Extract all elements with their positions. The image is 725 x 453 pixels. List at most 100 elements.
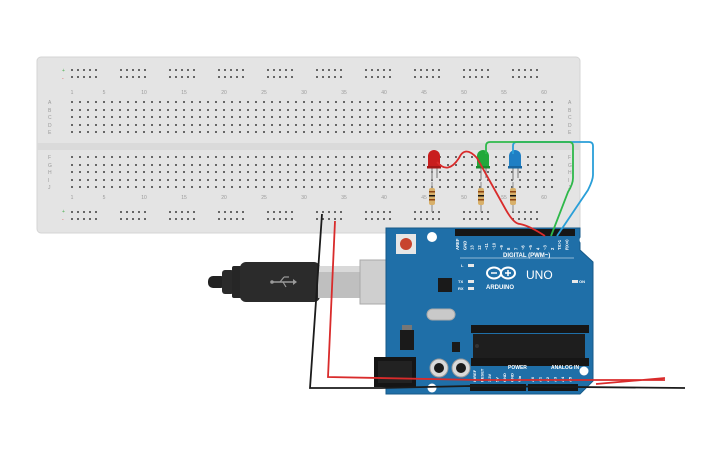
row-letter: F <box>568 155 571 161</box>
rail-minus-label-bottom: - <box>62 217 64 223</box>
rail-plus-label-bottom: + <box>62 209 65 215</box>
digital-header <box>455 229 575 236</box>
resistor[interactable] <box>429 182 435 212</box>
microcontroller-chip <box>471 325 589 366</box>
digital-pin-label: TX>1 <box>557 239 562 250</box>
row-letter: B <box>48 108 52 114</box>
power-jack[interactable] <box>374 357 416 387</box>
on-label: ON <box>579 279 585 284</box>
digital-pin-label: ~11 <box>484 242 489 250</box>
row-letter: J <box>48 185 51 191</box>
power-label: POWER <box>508 365 527 371</box>
column-number: 10 <box>141 195 147 201</box>
column-number: 30 <box>301 195 307 201</box>
power-analog-pin-label: RESET <box>480 368 485 382</box>
digital-pin-label: ~9 <box>499 245 504 250</box>
column-number: 20 <box>221 90 227 96</box>
row-letter: G <box>48 163 52 169</box>
model-label: UNO <box>526 268 553 282</box>
column-number: 1 <box>71 90 74 96</box>
column-number: 45 <box>421 195 427 201</box>
wire-blue[interactable] <box>512 141 594 237</box>
row-letter: F <box>48 155 51 161</box>
column-number: 35 <box>341 195 347 201</box>
row-letter: G <box>568 163 572 169</box>
led-label-tx: TX <box>458 279 463 284</box>
arduino-logo-icon <box>486 266 516 280</box>
column-number: 10 <box>141 90 147 96</box>
column-number: 25 <box>261 195 267 201</box>
power-analog-pin-label: GND <box>510 373 515 382</box>
digital-pin-label: ~3 <box>543 245 548 250</box>
wire-red-led[interactable] <box>436 150 546 237</box>
power-analog-pin-label: A3 <box>553 376 558 382</box>
power-analog-pin-label: A1 <box>538 376 543 382</box>
column-number: 35 <box>341 90 347 96</box>
column-number: 50 <box>461 195 467 201</box>
rail-plus-label-top: + <box>62 68 65 74</box>
digital-label: DIGITAL (PWM~) <box>503 253 550 259</box>
led-blue[interactable] <box>508 150 522 180</box>
resistor[interactable] <box>510 182 516 212</box>
digital-pin-label: 13 <box>470 245 475 250</box>
power-analog-pin-label: Vin <box>517 375 522 382</box>
column-number: 60 <box>541 90 547 96</box>
digital-pin-label: 8 <box>506 247 511 250</box>
analog-label: ANALOG IN <box>551 365 579 371</box>
column-number: 5 <box>103 90 106 96</box>
usb-chip <box>438 278 452 292</box>
column-number: 55 <box>501 195 507 201</box>
row-letter: C <box>568 115 572 121</box>
power-analog-pin-label: A2 <box>545 376 550 382</box>
row-letter: A <box>48 100 52 106</box>
row-letter: D <box>568 123 572 129</box>
onboard-leds: L TX RX ON <box>458 263 585 291</box>
column-number: 60 <box>541 195 547 201</box>
digital-pin-label: AREF <box>455 238 460 250</box>
column-number: 50 <box>461 90 467 96</box>
row-letter: E <box>568 130 572 136</box>
column-number: 20 <box>221 195 227 201</box>
column-number: 45 <box>421 90 427 96</box>
row-letter: C <box>48 115 52 121</box>
wire-green[interactable] <box>485 141 574 237</box>
row-letter: I <box>568 178 569 184</box>
digital-pin-label: 7 <box>513 247 518 250</box>
power-analog-pin-label: 3.3V <box>487 373 492 382</box>
power-analog-pin-label: A4 <box>560 376 565 382</box>
column-number: 40 <box>381 90 387 96</box>
reset-button[interactable] <box>396 234 416 254</box>
power-analog-pin-label: GND <box>502 373 507 382</box>
power-analog-pin-label: A0 <box>530 376 535 382</box>
usb-icon <box>270 276 297 288</box>
row-letter: H <box>568 170 572 176</box>
column-number: 30 <box>301 90 307 96</box>
column-number: 15 <box>181 195 187 201</box>
row-letter: D <box>48 123 52 129</box>
digital-pin-label: ~10 <box>492 242 497 250</box>
digital-pin-label: ~5 <box>528 245 533 250</box>
row-letter: A <box>568 100 572 106</box>
column-number: 55 <box>501 90 507 96</box>
digital-pin-label: 12 <box>477 245 482 250</box>
digital-pin-label: RX<0 <box>565 239 570 250</box>
column-number: 5 <box>103 195 106 201</box>
led-label-l: L <box>461 263 464 268</box>
row-letter: B <box>568 108 572 114</box>
digital-pin-label: ~6 <box>521 245 526 250</box>
row-letter: H <box>48 170 52 176</box>
wire-black-ground[interactable] <box>309 213 686 389</box>
brand-label: ARDUINO <box>486 285 514 291</box>
power-analog-pin-label: A5 <box>568 376 573 382</box>
column-number: 1 <box>71 195 74 201</box>
rail-minus-label-top: - <box>62 76 64 82</box>
resistor[interactable] <box>478 182 484 212</box>
digital-pin-label: GND <box>462 241 467 250</box>
wire-red-power[interactable] <box>327 220 666 385</box>
